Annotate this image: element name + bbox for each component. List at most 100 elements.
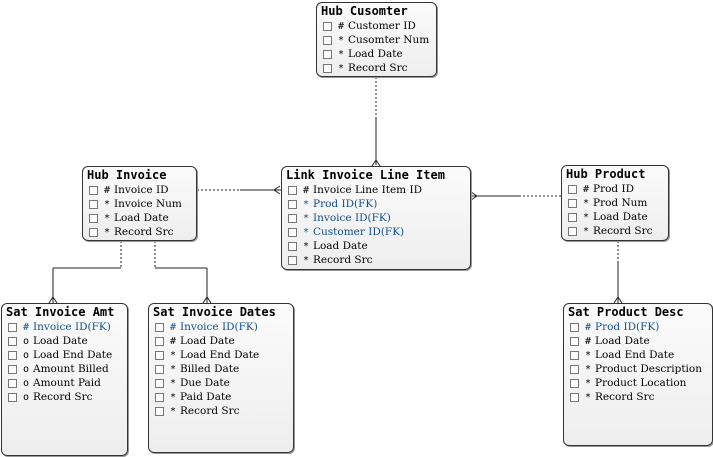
attribute-symbol: * — [302, 226, 310, 238]
attribute-symbol: * — [584, 363, 592, 375]
attribute-symbol: # — [169, 321, 177, 333]
attribute-symbol: * — [302, 254, 310, 266]
attribute-row[interactable]: *Product Location — [570, 376, 708, 390]
attribute-label: Load End Date — [33, 349, 113, 361]
attribute-row[interactable]: *Prod Num — [568, 196, 664, 210]
checkbox-icon — [8, 322, 17, 332]
attribute-list: #Invoice ID*Invoice Num*Load Date*Record… — [83, 183, 196, 239]
attribute-label: Load Date — [180, 335, 235, 347]
attribute-symbol: * — [582, 211, 590, 223]
attribute-row[interactable]: *Load End Date — [570, 348, 708, 362]
attribute-row[interactable]: *Invoice ID(FK) — [288, 211, 466, 225]
checkbox-icon — [155, 350, 164, 360]
attribute-row[interactable]: *Record Src — [288, 253, 466, 267]
attribute-label: Prod ID — [593, 183, 635, 195]
checkbox-icon — [323, 63, 332, 73]
attribute-row[interactable]: *Customer ID(FK) — [288, 225, 466, 239]
checkbox-icon — [8, 392, 17, 402]
checkbox-icon — [288, 241, 297, 251]
attribute-label: Load Date — [348, 48, 403, 60]
attribute-symbol: * — [337, 48, 345, 60]
attribute-row[interactable]: *Billed Date — [155, 362, 289, 376]
attribute-row[interactable]: #Customer ID — [323, 19, 432, 33]
attribute-symbol: * — [169, 391, 177, 403]
attribute-row[interactable]: #Invoice ID — [89, 183, 192, 197]
checkbox-icon — [155, 336, 164, 346]
attribute-label: Amount Billed — [33, 363, 109, 375]
entity-title: Sat Product Desc — [568, 305, 684, 319]
checkbox-icon — [570, 378, 579, 388]
attribute-row[interactable]: *Prod ID(FK) — [288, 197, 466, 211]
checkbox-icon — [568, 184, 577, 194]
attribute-label: Prod Num — [593, 197, 648, 209]
attribute-symbol: o — [22, 391, 30, 403]
checkbox-icon — [8, 336, 17, 346]
entity-title: Sat Invoice Dates — [153, 305, 276, 319]
checkbox-icon — [568, 212, 577, 222]
attribute-symbol: * — [582, 225, 590, 237]
attribute-row[interactable]: *Load Date — [288, 239, 466, 253]
attribute-symbol: * — [169, 363, 177, 375]
attribute-label: Record Src — [593, 225, 653, 237]
attribute-row[interactable]: #Invoice Line Item ID — [288, 183, 466, 197]
checkbox-icon — [288, 213, 297, 223]
attribute-symbol: # — [169, 335, 177, 347]
attribute-row[interactable]: #Invoice ID(FK) — [155, 320, 289, 334]
attribute-row[interactable]: *Record Src — [323, 61, 432, 75]
checkbox-icon — [155, 378, 164, 388]
checkbox-icon — [89, 227, 98, 237]
checkbox-icon — [8, 364, 17, 374]
entity-hub-customer[interactable]: Hub Cusomter#Customer ID*Cusomter Num*Lo… — [316, 2, 437, 77]
entity-link-invoice-line-item[interactable]: Link Invoice Line Item#Invoice Line Item… — [281, 166, 471, 270]
crowfoot-sat-desc — [613, 296, 623, 304]
attribute-label: Load Date — [313, 240, 368, 252]
attribute-list: #Prod ID*Prod Num*Load Date*Record Src — [562, 182, 668, 238]
entity-sat-product-desc[interactable]: Sat Product Desc#Prod ID(FK)#Load Date*L… — [563, 303, 713, 446]
attribute-row[interactable]: *Load Date — [89, 211, 192, 225]
attribute-symbol: # — [582, 183, 590, 195]
attribute-row[interactable]: *Load End Date — [155, 348, 289, 362]
attribute-symbol: * — [169, 349, 177, 361]
attribute-label: Billed Date — [180, 363, 240, 375]
attribute-row[interactable]: #Load Date — [155, 334, 289, 348]
checkbox-icon — [155, 322, 164, 332]
attribute-symbol: # — [337, 20, 345, 32]
attribute-row[interactable]: *Load Date — [568, 210, 664, 224]
crowfoot-product-link — [470, 191, 478, 201]
entity-title: Hub Cusomter — [321, 4, 408, 18]
entity-hub-invoice[interactable]: Hub Invoice#Invoice ID*Invoice Num*Load … — [82, 166, 197, 241]
entity-hub-product[interactable]: Hub Product#Prod ID*Prod Num*Load Date*R… — [561, 165, 669, 241]
attribute-row[interactable]: #Prod ID — [568, 182, 664, 196]
attribute-row[interactable]: *Due Date — [155, 376, 289, 390]
attribute-row[interactable]: *Record Src — [570, 390, 708, 404]
entity-title: Hub Product — [566, 167, 646, 181]
entity-sat-invoice-dates[interactable]: Sat Invoice Dates#Invoice ID(FK)#Load Da… — [148, 303, 294, 453]
attribute-list: #Invoice ID(FK)#Load Date*Load End Date*… — [149, 320, 293, 418]
checkbox-icon — [89, 199, 98, 209]
attribute-label: Prod ID(FK) — [595, 321, 660, 333]
attribute-row[interactable]: *Invoice Num — [89, 197, 192, 211]
attribute-row[interactable]: *Record Src — [89, 225, 192, 239]
attribute-row[interactable]: *Cusomter Num — [323, 33, 432, 47]
attribute-label: Invoice Line Item ID — [313, 184, 423, 196]
attribute-row[interactable]: *Load Date — [323, 47, 432, 61]
attribute-row[interactable]: #Load Date — [570, 334, 708, 348]
attribute-row[interactable]: *Record Src — [568, 224, 664, 238]
attribute-row[interactable]: *Paid Date — [155, 390, 289, 404]
attribute-label: Record Src — [313, 254, 373, 266]
attribute-list: #Prod ID(FK)#Load Date*Load End Date*Pro… — [564, 320, 712, 404]
attribute-label: Invoice Num — [114, 198, 182, 210]
attribute-row[interactable]: *Product Description — [570, 362, 708, 376]
attribute-row[interactable]: #Prod ID(FK) — [570, 320, 708, 334]
entity-title: Sat Invoice Amt — [6, 305, 115, 319]
attribute-row[interactable]: *Record Src — [155, 404, 289, 418]
attribute-symbol: # — [22, 321, 30, 333]
attribute-symbol: * — [584, 349, 592, 361]
attribute-row[interactable]: #Invoice ID(FK) — [8, 320, 123, 334]
